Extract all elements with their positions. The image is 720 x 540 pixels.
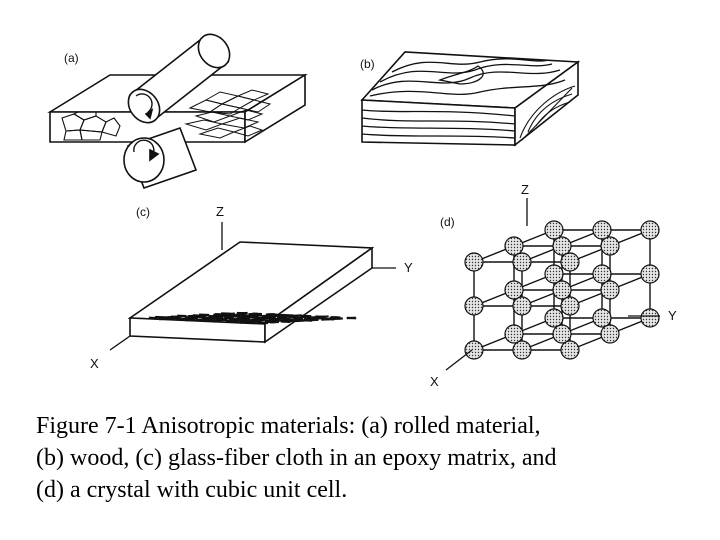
panel-d-axis-z: Z xyxy=(521,182,529,197)
fiber-weave xyxy=(148,311,357,325)
panel-c-axes xyxy=(109,222,396,351)
lattice-atom xyxy=(640,220,660,240)
lattice-atom xyxy=(512,340,532,360)
panel-c-axis-z: Z xyxy=(216,204,224,219)
lattice-atom xyxy=(504,280,524,300)
lattice-atom xyxy=(464,252,484,272)
lattice-atom xyxy=(552,324,572,344)
lattice-atom xyxy=(544,308,564,328)
figure-caption: Figure 7-1 Anisotropic materials: (a) ro… xyxy=(36,410,696,506)
lattice-atom xyxy=(600,236,620,256)
upper-roller xyxy=(127,33,231,124)
lattice-atom xyxy=(512,252,532,272)
caption-line-3: (d) a crystal with cubic unit cell. xyxy=(36,477,348,503)
lower-roller xyxy=(123,126,198,190)
lattice-atom xyxy=(544,264,564,284)
lattice-atom xyxy=(504,236,524,256)
panel-d-axis-x: X xyxy=(430,374,439,389)
lattice-atom xyxy=(600,324,620,344)
lattice-atom xyxy=(560,252,580,272)
lattice-atom xyxy=(512,296,532,316)
lattice-atom xyxy=(464,296,484,316)
panel-b-wood-block xyxy=(360,51,581,147)
panel-b-label: (b) xyxy=(360,57,375,71)
lattice-atom xyxy=(552,236,572,256)
lattice-atom xyxy=(560,340,580,360)
lattice-atom xyxy=(504,324,524,344)
caption-line-2: (b) wood, (c) glass-fiber cloth in an ep… xyxy=(36,445,557,471)
lattice-atoms xyxy=(464,220,660,360)
figure-illustration: (a) (b) xyxy=(47,33,677,389)
panel-d-label: (d) xyxy=(440,215,455,229)
lattice-atom xyxy=(640,264,660,284)
panel-a-label: (a) xyxy=(64,51,79,65)
panel-c-fiber-cloth xyxy=(127,241,375,344)
lattice-atom xyxy=(592,220,612,240)
panel-d-axes xyxy=(445,198,660,371)
panel-a-rolled-material xyxy=(47,33,308,190)
panel-d-crystal-lattice xyxy=(464,220,660,360)
panel-c-axis-x: X xyxy=(90,356,99,371)
lattice-atom xyxy=(600,280,620,300)
panel-c-axis-y: Y xyxy=(404,260,413,275)
lattice-atom xyxy=(592,308,612,328)
lattice-atom xyxy=(552,280,572,300)
lattice-atom xyxy=(464,340,484,360)
panel-c-label: (c) xyxy=(136,205,150,219)
lattice-atom xyxy=(640,308,660,328)
caption-line-1: Figure 7-1 Anisotropic materials: (a) ro… xyxy=(36,413,541,439)
lattice-atom xyxy=(544,220,564,240)
lattice-atom xyxy=(592,264,612,284)
lattice-atom xyxy=(560,296,580,316)
panel-d-axis-y: Y xyxy=(668,308,677,323)
